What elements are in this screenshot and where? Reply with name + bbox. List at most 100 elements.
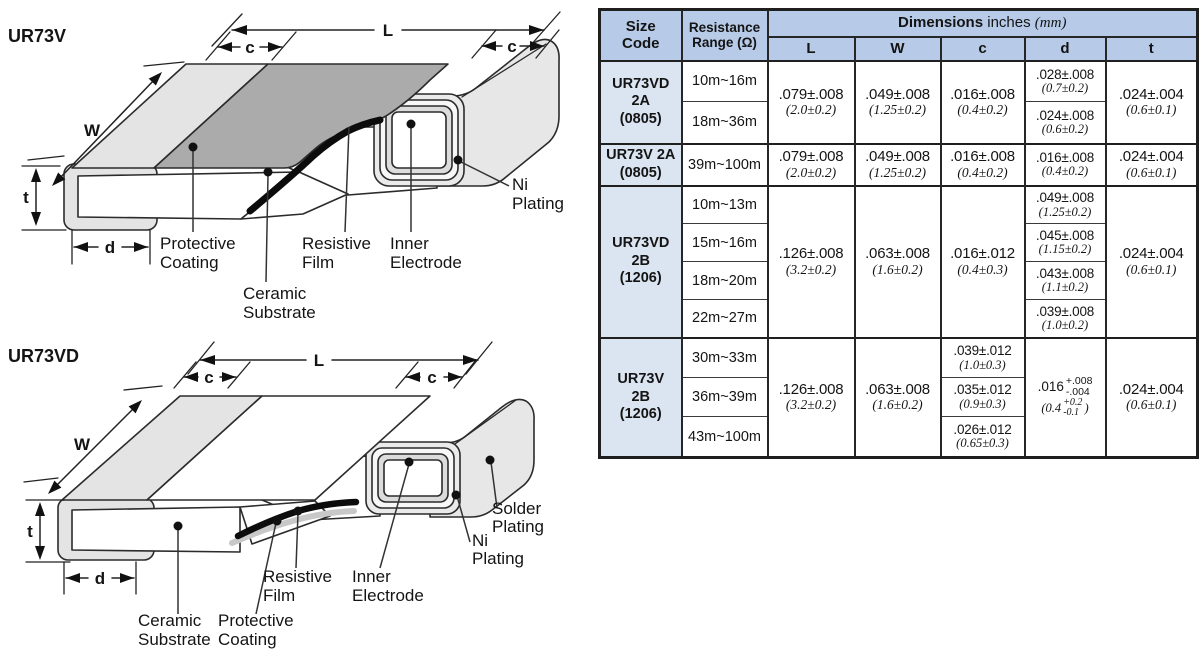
leader-lines <box>192 126 510 283</box>
cell-d: .024±.008(0.6±0.2) <box>1023 101 1107 144</box>
cell-L: .079±.008(2.0±0.2) <box>766 142 856 186</box>
solder-plating-label: Solder <box>492 499 541 518</box>
cell-t: .024±.004(0.6±0.1) <box>1104 59 1199 144</box>
cell-range: 15m~16m <box>680 223 769 262</box>
inner-electrode-face <box>383 459 443 497</box>
cell-W: .049±.008(1.25±0.2) <box>853 59 942 144</box>
leader-dot <box>188 142 198 152</box>
dim-c-right-label: c <box>507 37 516 56</box>
cell-size-code: UR73V 2A(0805) <box>598 142 683 186</box>
cell-range: 10m~13m <box>680 184 769 224</box>
leader-lines <box>177 461 498 615</box>
cell-W: .049±.008(1.25±0.2) <box>853 142 942 186</box>
protective-coating-label: Coating <box>218 630 277 649</box>
ceramic-front-face <box>71 506 241 553</box>
cell-L: .126±.008(3.2±0.2) <box>766 336 856 458</box>
leader-dots <box>173 455 495 531</box>
protective-coating-face <box>229 508 357 546</box>
cell-c: .035±.012(0.9±0.3) <box>939 377 1026 417</box>
cell-c: .016±.012(0.4±0.3) <box>939 184 1026 338</box>
ceramic-substrate-label: Ceramic <box>243 284 307 303</box>
cell-c: .016±.008(0.4±0.2) <box>939 59 1026 144</box>
dim-d-label: d <box>105 238 115 257</box>
cell-d: .039±.008(1.0±0.2) <box>1023 299 1107 338</box>
cell-d: .043±.008(1.1±0.2) <box>1023 261 1107 300</box>
cell-d: .028±.008(0.7±0.2) <box>1023 59 1107 102</box>
protective-coating-label: Protective <box>160 234 236 253</box>
fig2-title: UR73VD <box>8 346 79 366</box>
cell-d: .049±.008(1.25±0.2) <box>1023 184 1107 224</box>
cell-c: .016±.008(0.4±0.2) <box>939 142 1026 186</box>
ur73vd-diagram: UR73VD L c c W t d Ceramic Substrate Pro… <box>8 341 544 649</box>
inner-electrode-label: Electrode <box>390 253 462 272</box>
ni-plating-label: Ni <box>472 531 488 550</box>
dim-W-label: W <box>74 435 91 454</box>
ur73v-figure: UR73V L c c W t d Protective Coating Cer… <box>0 0 590 335</box>
dim-t-label: t <box>27 522 33 541</box>
resistive-film-label: Film <box>302 253 334 272</box>
leader-dot <box>451 490 461 500</box>
leader-dots <box>188 119 463 177</box>
ur73v-diagram: UR73V L c c W t d Protective Coating Cer… <box>8 11 564 322</box>
leader-dot <box>453 155 463 165</box>
cell-c: .026±.012(0.65±0.3) <box>939 416 1026 458</box>
leader-dot <box>263 167 273 177</box>
resistive-film-label: Resistive <box>302 234 371 253</box>
dim-L-label: L <box>314 351 324 370</box>
cell-t: .024±.004(0.6±0.1) <box>1104 336 1199 458</box>
inner-electrode-label: Inner <box>352 567 391 586</box>
cell-range: 39m~100m <box>680 142 769 186</box>
protective-coating-label: Protective <box>218 611 294 630</box>
resistive-film-stripe <box>246 116 384 215</box>
header-col-t: t <box>1104 35 1199 61</box>
ni-plating-label: Ni <box>512 175 528 194</box>
header-dimensions: Dimensions inches (mm) <box>766 9 1199 37</box>
header-col-W: W <box>853 35 942 61</box>
solder-plating-label: Plating <box>492 517 544 536</box>
ur73vd-figure: UR73VD L c c W t d Ceramic Substrate Pro… <box>0 330 590 653</box>
header-col-L: L <box>766 35 856 61</box>
dim-W-label: W <box>84 121 101 140</box>
cell-range: 18m~36m <box>680 101 769 144</box>
cell-range: 22m~27m <box>680 299 769 338</box>
leader-dot <box>293 506 303 516</box>
leader-dot <box>404 457 414 467</box>
cell-d: .045±.008(1.15±0.2) <box>1023 223 1107 262</box>
dim-d-label: d <box>95 569 105 588</box>
ni-plating-label: Plating <box>512 194 564 213</box>
dim-c-left-label: c <box>245 38 254 57</box>
dim-c-left-label: c <box>204 368 213 387</box>
cell-range: 36m~39m <box>680 377 769 417</box>
fig1-title: UR73V <box>8 26 66 46</box>
protective-coating-label: Coating <box>160 253 219 272</box>
cell-W: .063±.008(1.6±0.2) <box>853 336 942 458</box>
ceramic-top-face <box>146 395 431 501</box>
cell-range: 10m~16m <box>680 59 769 102</box>
cell-d: .016±.008(0.4±0.2) <box>1023 142 1107 186</box>
cell-c: .039±.012(1.0±0.3) <box>939 336 1026 378</box>
cell-t: .024±.004(0.6±0.1) <box>1104 184 1199 338</box>
dim-L-label: L <box>383 21 393 40</box>
cell-t: .024±.004(0.6±0.1) <box>1104 142 1199 186</box>
header-col-c: c <box>939 35 1026 61</box>
leader-dot <box>485 455 495 465</box>
dim-c-right-label: c <box>427 368 436 387</box>
leader-dot <box>272 516 282 526</box>
header-col-d: d <box>1023 35 1107 61</box>
dim-t-label: t <box>23 188 29 207</box>
leader-dot <box>406 119 416 129</box>
ceramic-substrate-label: Ceramic <box>138 611 202 630</box>
cell-L: .079±.008(2.0±0.2) <box>766 59 856 144</box>
ceramic-substrate-label: Substrate <box>138 630 211 649</box>
arrowheads <box>35 355 478 583</box>
cell-d: .016+.008-.004 (0.4+0.2-0.1) <box>1023 336 1107 458</box>
cell-range: 43m~100m <box>680 416 769 458</box>
cell-W: .063±.008(1.6±0.2) <box>853 184 942 338</box>
